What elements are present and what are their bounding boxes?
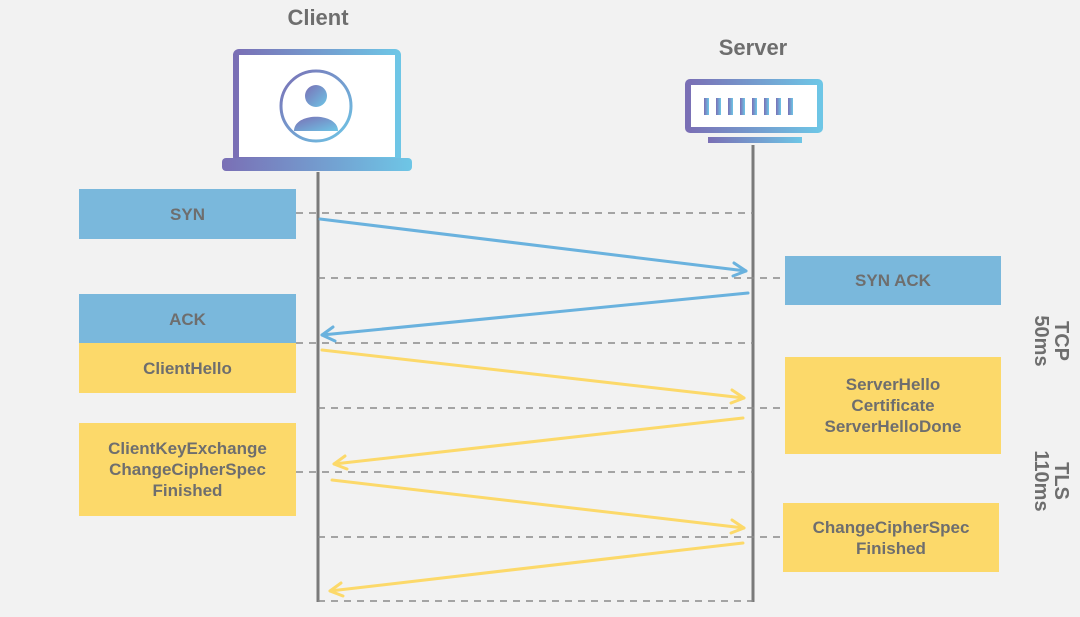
server-finished-label: Finished [856, 538, 926, 558]
server-icon [685, 79, 823, 143]
tcp-phase-name: TCP [1050, 321, 1072, 361]
ack-message-box: ACK [79, 294, 296, 344]
dashed-guides [296, 212, 785, 602]
tls-phase-label: TLS 110ms [1029, 441, 1072, 521]
client-hello-label: ClientHello [143, 358, 232, 378]
client-hello-message-box: ClientHello [79, 343, 296, 393]
client-finished-label: Finished [152, 481, 223, 500]
server-finish-arrow [328, 541, 745, 598]
server-change-cipher-message-box: ChangeCipherSpec Finished [783, 503, 999, 572]
syn-ack-arrow [320, 291, 750, 343]
client-hello-arrow [320, 348, 746, 405]
syn-message-box: SYN [79, 189, 296, 239]
server-change-cipher-spec-label: ChangeCipherSpec [812, 517, 970, 537]
client-key-exchange-label: ClientKeyExchange [108, 439, 267, 458]
certificate-label: Certificate [851, 396, 935, 415]
server-hello-arrow [332, 416, 745, 471]
syn-arrow [318, 217, 748, 278]
tls-phase-time: 110ms [1030, 450, 1052, 512]
server-hello-label: ServerHello [845, 375, 941, 394]
syn-ack-label: SYN ACK [855, 271, 931, 290]
tcp-phase-time: 50ms [1030, 315, 1052, 367]
syn-label: SYN [170, 204, 205, 224]
laptop-icon [222, 49, 412, 171]
client-title: Client [287, 5, 349, 30]
server-title: Server [718, 35, 788, 60]
client-change-cipher-spec-label: ChangeCipherSpec [109, 460, 266, 479]
tcp-phase-label: TCP 50ms [1029, 301, 1072, 381]
client-key-arrow [330, 478, 746, 535]
client-key-exchange-message-box: ClientKeyExchange ChangeCipherSpec Finis… [79, 423, 296, 516]
server-hello-done-label: ServerHelloDone [824, 417, 962, 436]
syn-ack-message-box: SYN ACK [785, 256, 1001, 305]
server-hello-message-box: ServerHello Certificate ServerHelloDone [785, 357, 1001, 454]
tls-phase-name: TLS [1050, 462, 1072, 500]
ack-label: ACK [169, 309, 206, 329]
